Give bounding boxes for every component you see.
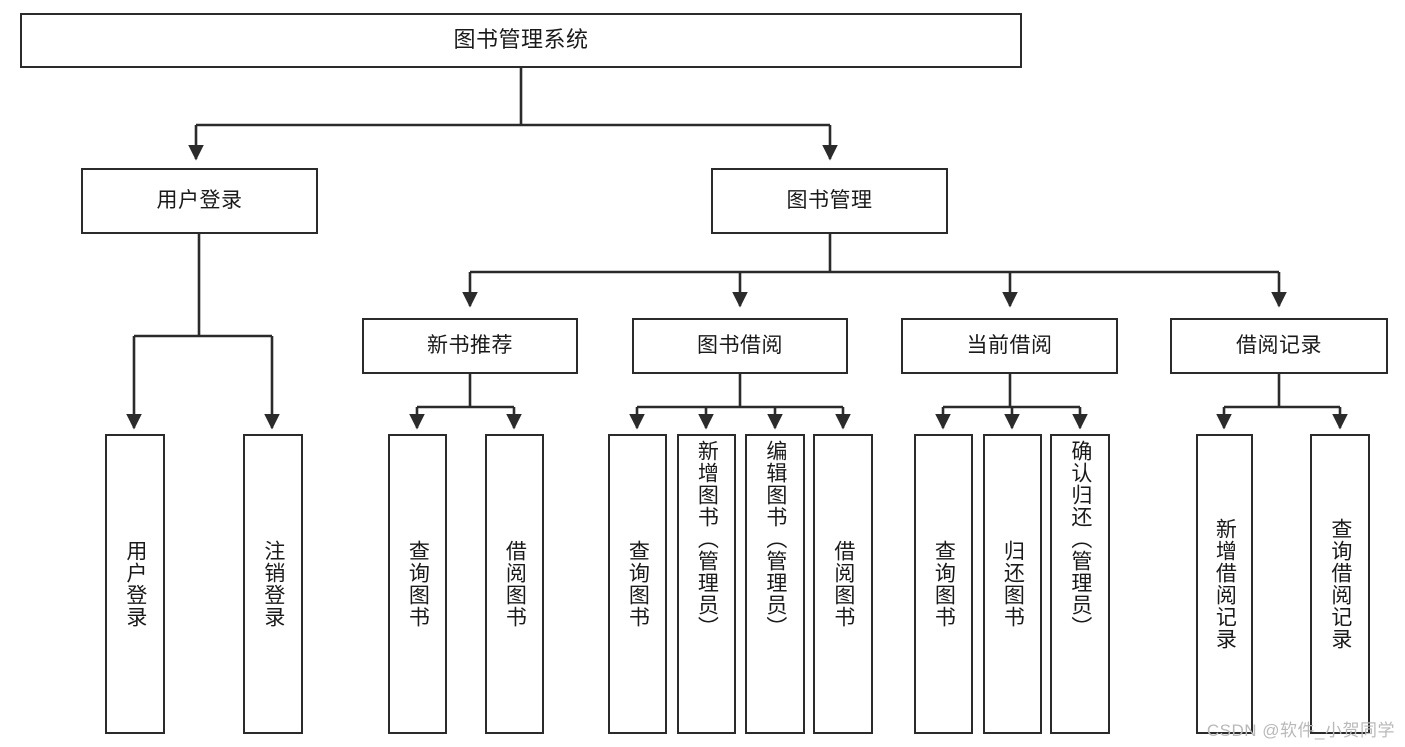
leaf-borrow-query-book-label: 查询图书 <box>626 540 650 628</box>
leaf-current-confirm-return-label: 确认归还（管理员） <box>1068 440 1092 638</box>
leaf-new-book-borrow-label: 借阅图书 <box>503 540 527 628</box>
node-user-login[interactable]: 用户登录 <box>81 168 318 234</box>
node-book-management[interactable]: 图书管理 <box>711 168 948 234</box>
node-book-management-label: 图书管理 <box>786 189 873 213</box>
leaf-borrow-add-book[interactable]: 新增图书（管理员） <box>677 434 736 734</box>
node-root-label: 图书管理系统 <box>453 27 589 53</box>
node-borrow-records[interactable]: 借阅记录 <box>1170 318 1388 374</box>
leaf-user-login-signout-label: 注销登录 <box>261 540 285 628</box>
node-book-borrow-label: 图书借阅 <box>697 334 783 358</box>
leaf-borrow-edit-book-label: 编辑图书（管理员） <box>763 440 787 638</box>
leaf-current-query-book-label: 查询图书 <box>932 540 956 628</box>
leaf-new-book-borrow[interactable]: 借阅图书 <box>485 434 544 734</box>
leaf-records-add-record[interactable]: 新增借阅记录 <box>1196 434 1253 734</box>
leaf-borrow-add-book-label: 新增图书（管理员） <box>695 440 719 638</box>
node-current-borrow-label: 当前借阅 <box>966 334 1053 358</box>
leaf-new-book-query[interactable]: 查询图书 <box>388 434 447 734</box>
node-current-borrow[interactable]: 当前借阅 <box>901 318 1118 374</box>
leaf-current-return-book[interactable]: 归还图书 <box>983 434 1042 734</box>
leaf-records-add-record-label: 新增借阅记录 <box>1213 518 1237 650</box>
node-new-book-recommend-label: 新书推荐 <box>427 334 513 358</box>
node-root[interactable]: 图书管理系统 <box>20 13 1022 68</box>
leaf-borrow-edit-book[interactable]: 编辑图书（管理员） <box>745 434 805 734</box>
leaf-new-book-query-label: 查询图书 <box>406 540 430 628</box>
leaf-records-query-record-label: 查询借阅记录 <box>1328 518 1352 650</box>
node-book-borrow[interactable]: 图书借阅 <box>632 318 848 374</box>
leaf-borrow-query-book[interactable]: 查询图书 <box>608 434 667 734</box>
leaf-records-query-record[interactable]: 查询借阅记录 <box>1310 434 1370 734</box>
leaf-borrow-borrow-book[interactable]: 借阅图书 <box>813 434 873 734</box>
leaf-user-login-signout[interactable]: 注销登录 <box>243 434 303 734</box>
leaf-borrow-borrow-book-label: 借阅图书 <box>831 540 855 628</box>
watermark-text: CSDN @软件_小贺同学 <box>1206 721 1395 740</box>
leaf-user-login-signin[interactable]: 用户登录 <box>105 434 165 734</box>
node-new-book-recommend[interactable]: 新书推荐 <box>362 318 578 374</box>
node-borrow-records-label: 借阅记录 <box>1236 334 1322 358</box>
leaf-user-login-signin-label: 用户登录 <box>123 540 147 628</box>
leaf-current-return-book-label: 归还图书 <box>1001 540 1025 628</box>
leaf-current-query-book[interactable]: 查询图书 <box>914 434 973 734</box>
leaf-current-confirm-return[interactable]: 确认归还（管理员） <box>1050 434 1110 734</box>
node-user-login-label: 用户登录 <box>156 189 243 213</box>
